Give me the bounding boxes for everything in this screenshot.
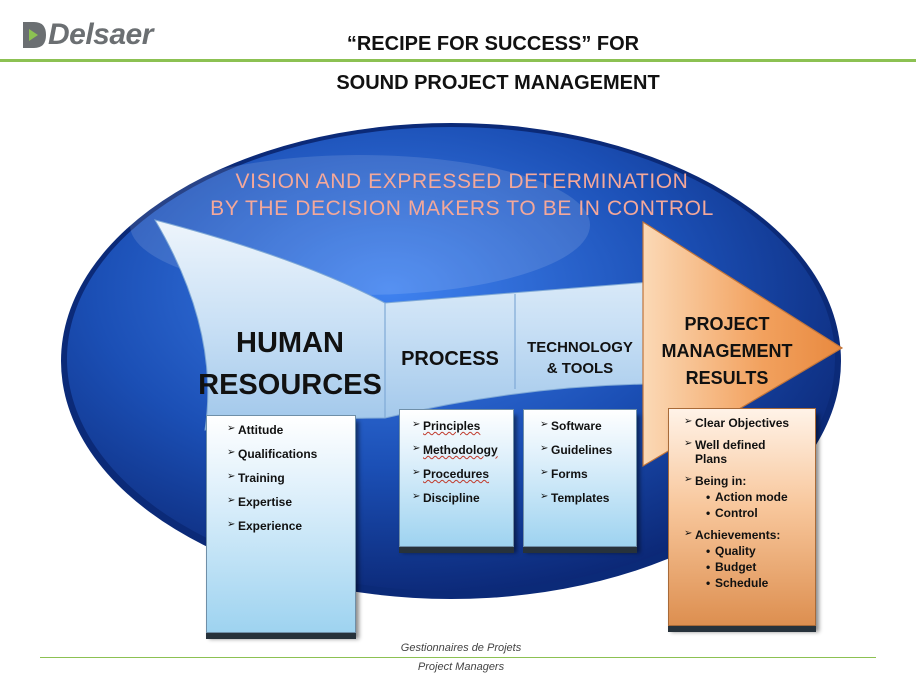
list-item: Forms — [540, 467, 636, 481]
vision-text-line1: VISION AND EXPRESSED DETERMINATION — [236, 170, 689, 193]
vision-text-line2: BY THE DECISION MAKERS TO BE IN CONTROL — [210, 197, 714, 220]
sub-list-wrapper: Quality Budget Schedule — [684, 544, 815, 590]
segment-tech-line2: & TOOLS — [547, 360, 613, 377]
list-item: Methodology — [412, 443, 513, 457]
segment-human-line1: HUMAN — [236, 327, 344, 359]
process-list: Principles Methodology Procedures Discip… — [399, 409, 514, 547]
segment-results-line2: MANAGEMENT — [662, 341, 793, 361]
sub-list-item: Quality — [706, 544, 815, 558]
list-item: Achievements: — [684, 528, 815, 542]
segment-tech-line1: TECHNOLOGY — [527, 339, 633, 356]
list-item-text: Principles — [423, 419, 481, 433]
results-arrow — [642, 220, 844, 468]
segment-process: PROCESS — [401, 348, 499, 370]
footer-text-en: Project Managers — [417, 661, 505, 673]
list-item: Software — [540, 419, 636, 433]
list-item: Clear Objectives — [684, 416, 815, 430]
results-list: Clear Objectives Well defined Plans Bein… — [668, 408, 816, 626]
list-item: Well defined Plans — [684, 438, 815, 466]
list-item: Being in: — [684, 474, 815, 488]
list-item: Training — [227, 471, 355, 485]
list-item-text: Procedures — [423, 467, 490, 481]
list-item-text: Well defined — [695, 438, 766, 452]
human-resources-list: Attitude Qualifications Training Experti… — [206, 415, 356, 633]
page-title-line2: SOUND PROJECT MANAGEMENT — [336, 72, 660, 94]
list-item: Guidelines — [540, 443, 636, 457]
segment-results-line3: RESULTS — [686, 368, 769, 388]
technology-tools-list: Software Guidelines Forms Templates — [523, 409, 637, 547]
list-item: Principles — [412, 419, 513, 433]
sub-list-item: Schedule — [706, 576, 815, 590]
sub-list-item: Budget — [706, 560, 815, 574]
header-divider — [0, 59, 916, 62]
list-item: Templates — [540, 491, 636, 505]
logo-text: Delsaer — [48, 18, 153, 51]
segment-results-line1: PROJECT — [684, 314, 769, 334]
list-item: Expertise — [227, 495, 355, 509]
logo-d-icon — [23, 22, 46, 48]
sub-list-item: Control — [706, 506, 815, 520]
sub-list-item: Action mode — [706, 490, 815, 504]
footer-text-fr: Gestionnaires de Projets — [400, 642, 522, 654]
company-logo: Delsaer — [20, 18, 153, 52]
list-item: Attitude — [227, 423, 355, 437]
list-item: Experience — [227, 519, 355, 533]
list-item-text: Methodology — [423, 443, 498, 457]
list-item: Procedures — [412, 467, 513, 481]
list-item: Discipline — [412, 491, 513, 505]
list-item: Qualifications — [227, 447, 355, 461]
page-title-line1: “RECIPE FOR SUCCESS” FOR — [346, 33, 640, 55]
footer-divider — [40, 657, 876, 658]
sub-list-wrapper: Action mode Control — [684, 490, 815, 520]
segment-human-line2: RESOURCES — [198, 369, 382, 401]
list-item-text: Plans — [695, 452, 728, 466]
